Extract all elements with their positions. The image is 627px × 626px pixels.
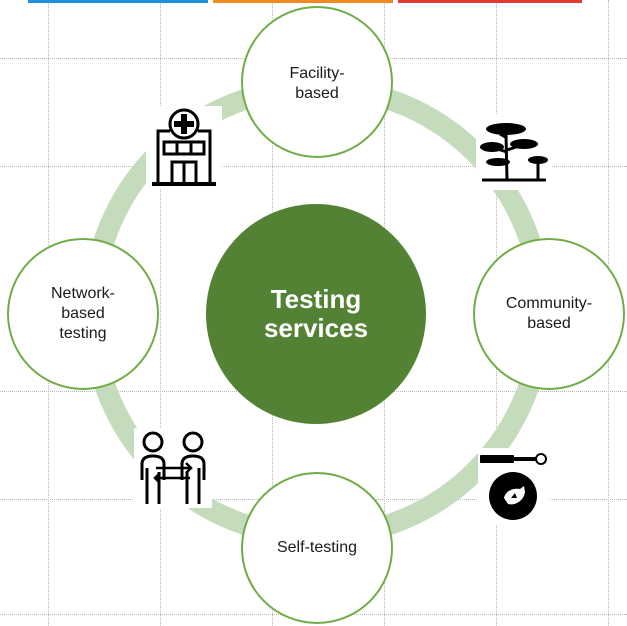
node-label-line: based: [527, 315, 571, 332]
partner-referral-icon: [134, 428, 212, 508]
node-label-line: based: [61, 305, 105, 322]
node-self-testing: Self-testing: [241, 472, 393, 624]
node-network-based-testing: Network- based testing: [7, 238, 159, 390]
tree-icon: [476, 114, 552, 190]
self-test-kit-icon: [478, 448, 550, 524]
top-bar-orange: [213, 0, 393, 3]
center-hub: Testing services: [206, 204, 426, 424]
node-label-line: based: [295, 85, 339, 102]
node-label-line: testing: [59, 325, 107, 342]
top-bar-red: [398, 0, 582, 3]
node-community-based: Community- based: [473, 238, 625, 390]
node-facility-based: Facility- based: [241, 6, 393, 158]
node-label-line: Network-: [50, 285, 115, 302]
node-label-line: Self-testing: [276, 539, 358, 556]
top-bar-blue: [28, 0, 208, 3]
hospital-icon: [146, 106, 222, 188]
center-title-line2: services: [263, 313, 369, 343]
center-title-line1: Testing: [270, 284, 362, 314]
node-label-line: Community-: [505, 295, 593, 312]
node-label-line: Facility-: [289, 65, 345, 82]
